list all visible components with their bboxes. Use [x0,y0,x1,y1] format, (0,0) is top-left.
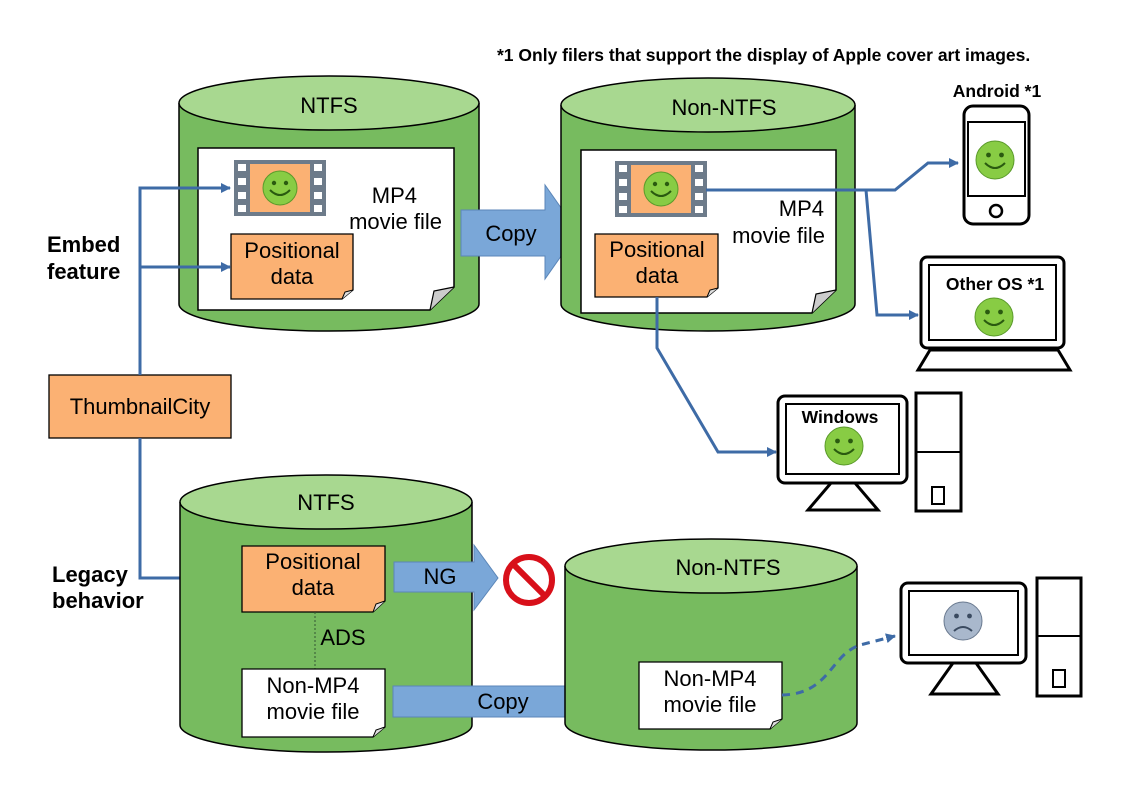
pc-tower-icon [1035,576,1083,698]
legacy-label-line1: Legacy [52,562,129,587]
top-mp4-line1: MP4 [372,183,417,208]
bottom-right-nonmp4-note: Non-MP4 movie file [638,661,783,730]
film-icon [614,160,708,218]
dashed-connector [781,633,896,697]
svg-text:Positional: Positional [609,237,704,262]
android-label: Android *1 [953,81,1042,101]
bottom-non-ntfs-cylinder: Non-NTFS [564,538,858,751]
top-positional-note: Positional data [230,233,354,300]
legacy-label-line2: behavior [52,588,144,613]
other-os-label: Other OS *1 [946,274,1044,294]
connector-lines [138,158,959,583]
smartphone-icon [962,104,1031,226]
top-ntfs-label: NTFS [300,93,357,118]
svg-text:ThumbnailCity: ThumbnailCity [70,394,211,419]
bottom-positional-note: Positional data [241,545,386,613]
svg-text:data: data [292,575,336,600]
svg-text:movie file: movie file [267,699,360,724]
bottom-ntfs-label: NTFS [297,490,354,515]
thumbnailcity-box: ThumbnailCity [48,374,232,439]
embed-label-line1: Embed [47,232,120,257]
bottom-nonmp4-note: Non-MP4 movie file [241,668,386,738]
top-right-mp4-line2: movie file [732,223,825,248]
top-non-ntfs-label: Non-NTFS [671,95,776,120]
svg-text:Positional: Positional [265,549,360,574]
desktop-monitor-icon: Windows [776,394,909,512]
smiley-icon [824,426,864,466]
film-icon [233,159,327,217]
ads-label: ADS [320,625,365,650]
prohibited-icon [503,554,555,606]
footnote: *1 Only filers that support the display … [497,45,1030,65]
desktop-monitor-icon [899,581,1028,696]
embed-label-line2: feature [47,259,120,284]
pc-tower-icon [914,391,963,513]
top-non-ntfs-document: MP4 movie file Positional data [580,149,837,314]
top-right-mp4-line1: MP4 [779,196,824,221]
smiley-icon [975,140,1015,180]
top-copy-label: Copy [485,221,536,246]
bottom-non-ntfs-label: Non-NTFS [675,555,780,580]
svg-text:movie file: movie file [664,692,757,717]
windows-label: Windows [802,407,879,427]
smiley-icon [974,297,1014,337]
top-ntfs-document: MP4 movie file Positional data [197,147,455,311]
top-mp4-line2: movie file [349,209,442,234]
svg-text:Non-MP4: Non-MP4 [267,673,360,698]
top-right-positional-note: Positional data [594,233,719,298]
top-copy-arrow: Copy [460,183,579,281]
svg-text:Positional: Positional [244,238,339,263]
bottom-copy-label: Copy [477,689,528,714]
laptop-icon: Other OS *1 [915,255,1073,372]
sad-face-icon [943,601,983,641]
ng-label: NG [424,564,457,589]
svg-text:data: data [271,264,315,289]
ng-arrow: NG [393,543,499,612]
svg-text:data: data [636,263,680,288]
svg-text:Non-MP4: Non-MP4 [664,666,757,691]
